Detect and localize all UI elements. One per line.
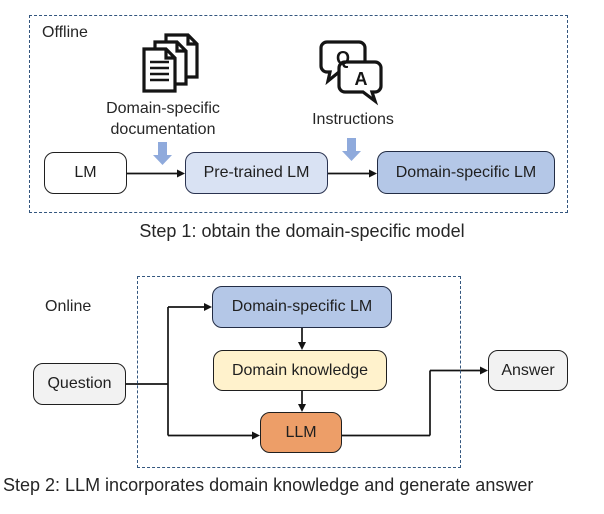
qa-a-letter: A xyxy=(355,69,368,89)
online-panel xyxy=(137,276,461,468)
qa-bubbles-icon: Q A xyxy=(317,38,387,106)
qa-q-letter: Q xyxy=(336,48,350,68)
offline-label: Offline xyxy=(42,24,88,41)
step1-caption: Step 1: obtain the domain-specific model xyxy=(139,221,465,241)
offline-panel xyxy=(29,15,568,213)
pretrained-lm-node: Pre-trained LM xyxy=(185,152,328,194)
documents-icon xyxy=(142,33,214,103)
domain-knowledge-node: Domain knowledge xyxy=(213,350,387,391)
question-node: Question xyxy=(33,363,126,405)
step2-caption: Step 2: LLM incorporates domain knowledg… xyxy=(3,475,534,495)
instructions-label: Instructions xyxy=(312,111,394,128)
domain-specific-lm-node-step2: Domain-specific LM xyxy=(212,286,392,328)
llm-node: LLM xyxy=(260,412,342,453)
lm-node: LM xyxy=(44,152,127,194)
documents-label: Domain-specific documentation xyxy=(106,100,220,138)
domain-specific-lm-node-step1: Domain-specific LM xyxy=(377,151,555,194)
answer-node: Answer xyxy=(488,350,568,391)
online-label: Online xyxy=(45,298,92,315)
